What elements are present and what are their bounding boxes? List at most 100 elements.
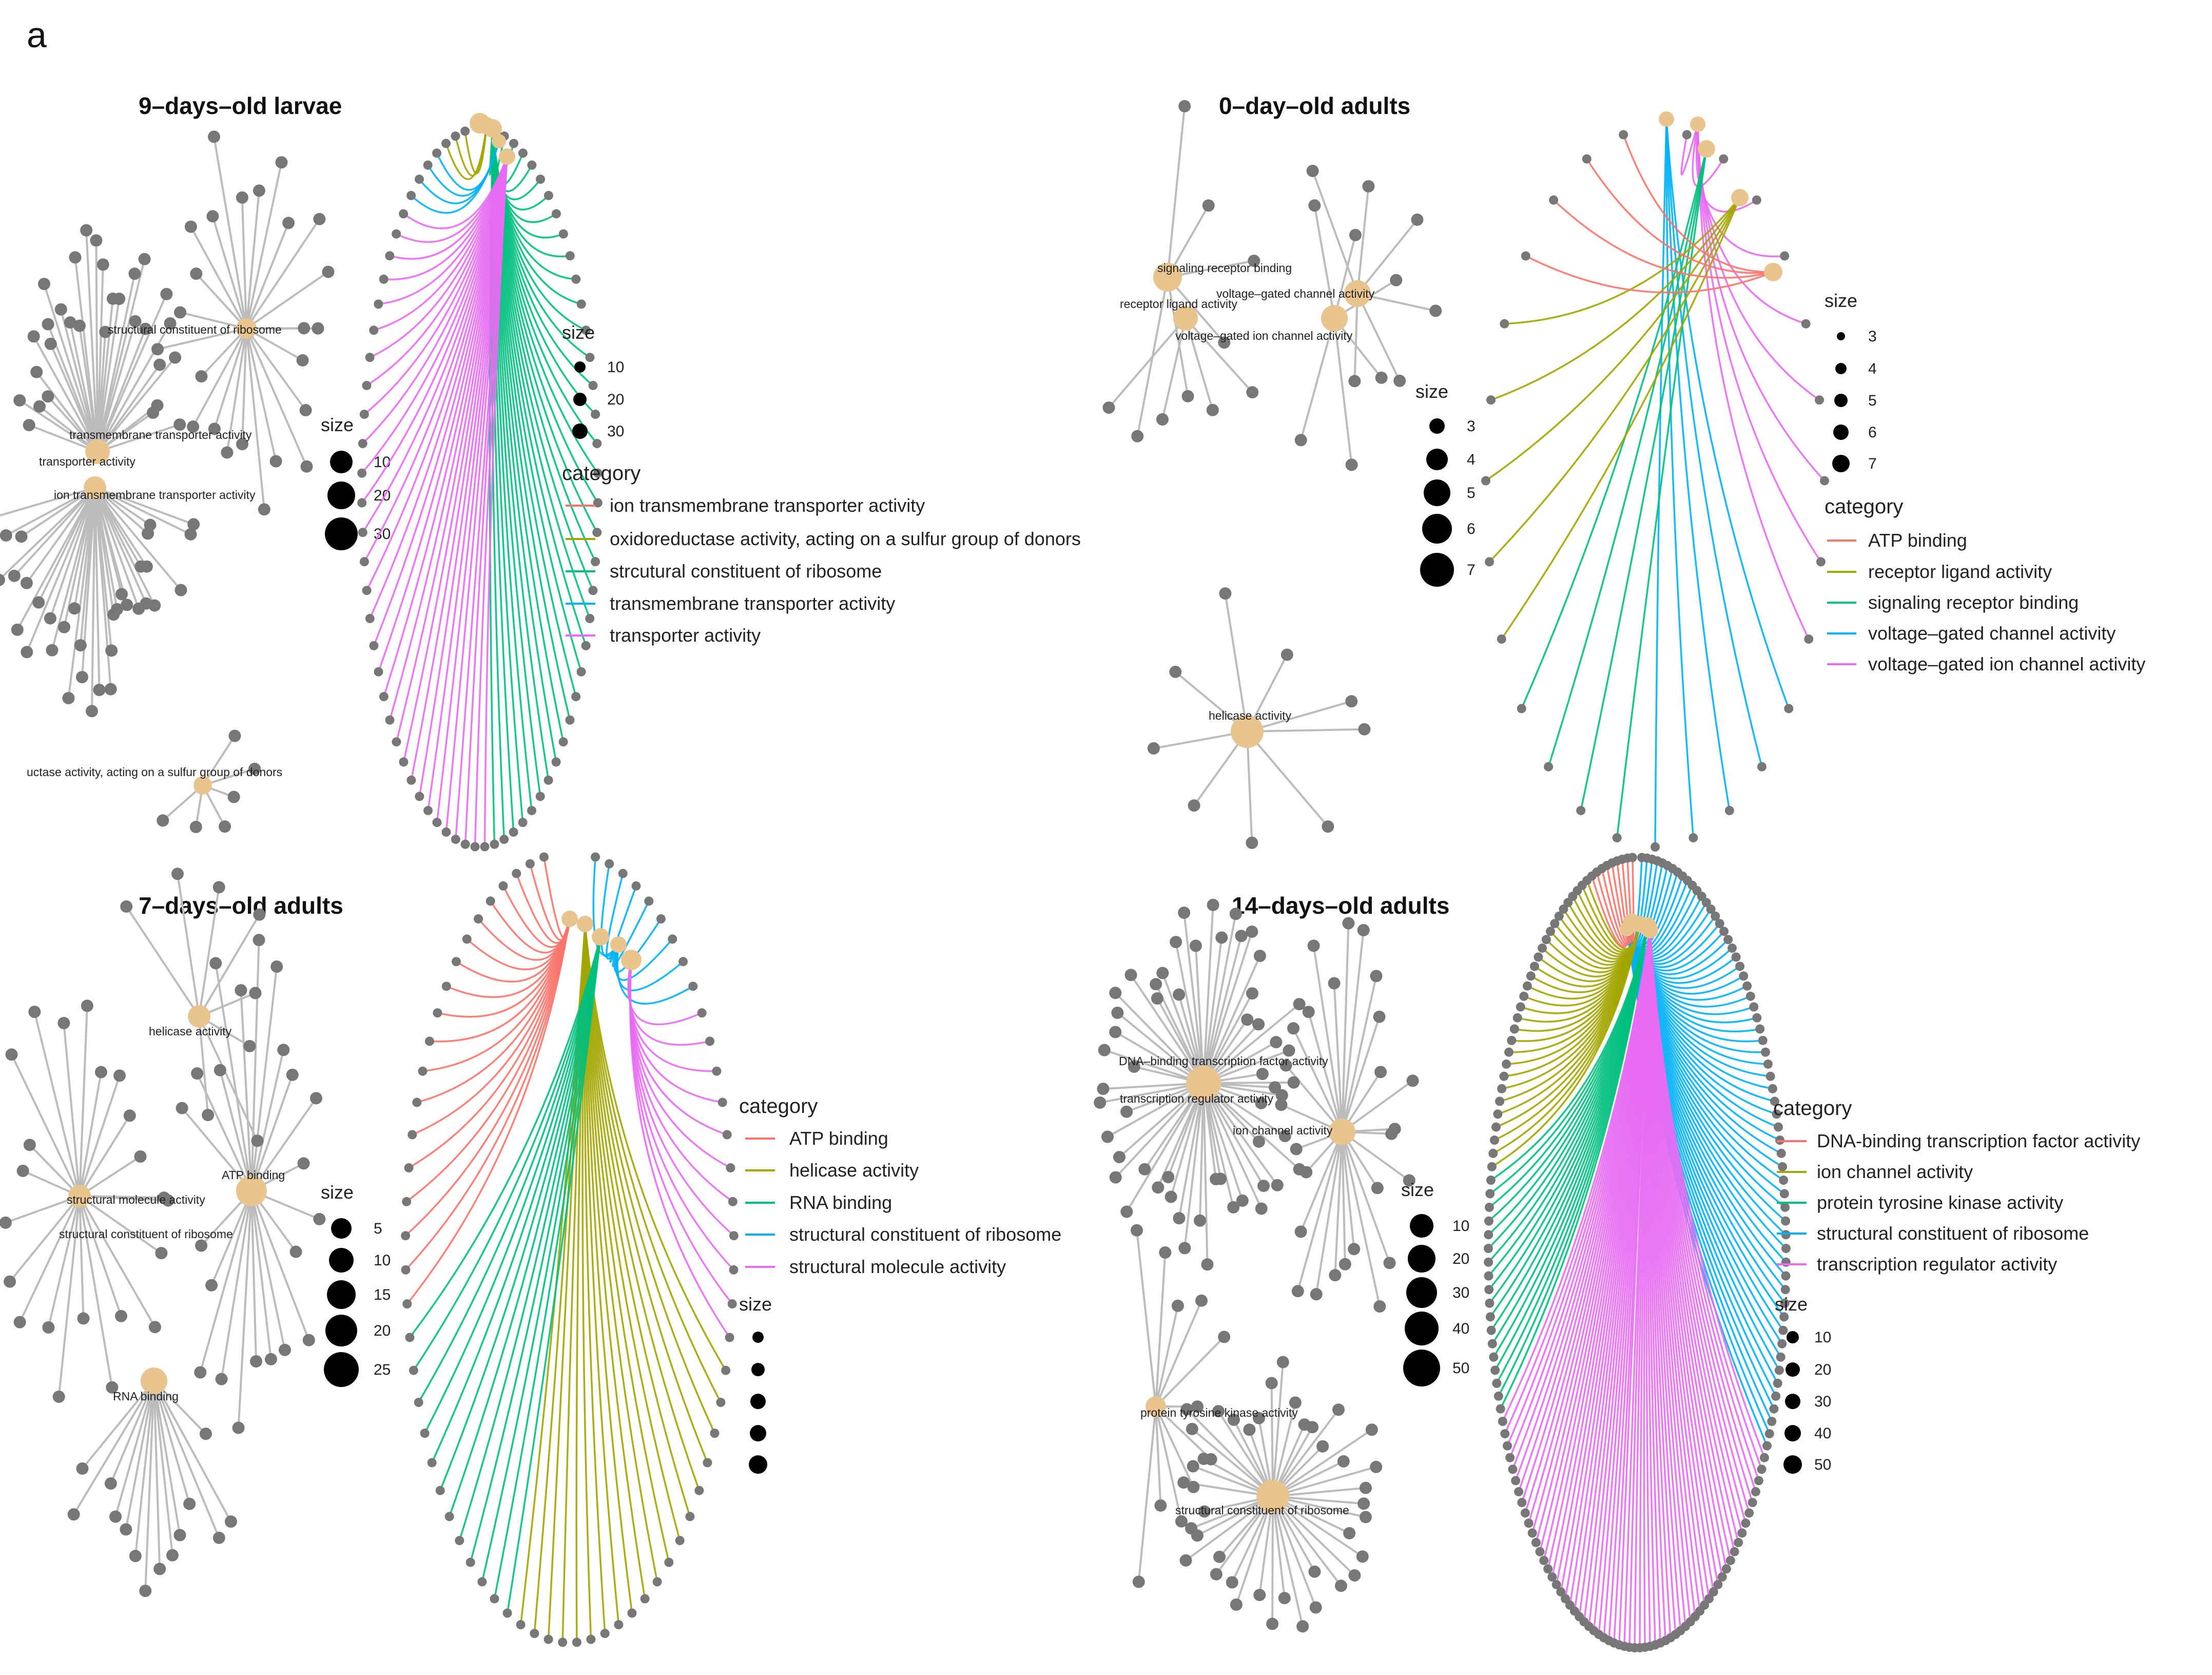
gene-node [379, 692, 389, 702]
gene-node [392, 737, 401, 747]
gene-node [571, 274, 581, 284]
network-edge [1155, 1252, 1167, 1407]
gene-node [1754, 1476, 1763, 1486]
gene-node [359, 557, 369, 567]
gene-node [1334, 1580, 1347, 1592]
gene-node [581, 641, 591, 650]
gene-node [1816, 557, 1826, 567]
net-label: structural constituent of ribosome [1175, 1504, 1349, 1517]
category-legend: category DNA-binding transcription facto… [1773, 1097, 2140, 1275]
gene-node [1486, 1176, 1496, 1185]
gene-node [460, 839, 470, 849]
gene-node [614, 1620, 624, 1629]
gene-node [518, 148, 528, 158]
gene-node [209, 957, 222, 970]
gene-node [1619, 130, 1628, 140]
network-edge [1161, 972, 1205, 1084]
gene-node [465, 1557, 475, 1567]
gene-node [1815, 395, 1825, 405]
gene-node [592, 528, 602, 537]
network-edge [1202, 1003, 1300, 1084]
circular-edge [506, 936, 601, 1613]
gene-node [253, 934, 265, 947]
term-node [1659, 111, 1674, 127]
network-edge [1130, 974, 1205, 1084]
network-edge [110, 1380, 155, 1484]
gene-node [722, 1130, 732, 1140]
circular-edges [1485, 119, 1826, 848]
gene-node [151, 343, 164, 356]
gene-node [1111, 1006, 1124, 1019]
term-node [236, 318, 257, 339]
net-label: ATP binding [222, 1168, 285, 1182]
gene-node [148, 1321, 161, 1334]
network-edge [67, 487, 96, 699]
gene-node [1500, 319, 1509, 329]
gene-node [1730, 1547, 1739, 1556]
network-edge [1185, 1495, 1274, 1562]
network-edge [1258, 1496, 1274, 1595]
network-term-nodes [1153, 263, 1371, 748]
gene-node [1275, 1089, 1288, 1102]
size-key-dot [1422, 514, 1452, 544]
gene-node [46, 644, 59, 657]
size-key-dot [324, 1352, 359, 1387]
gene-node [726, 1163, 735, 1173]
panel-title: 14–days–old adults [1232, 892, 1449, 919]
circular-edge [1697, 124, 1822, 563]
network-graph [0, 868, 326, 1597]
panel-7-days-old-adults: 7–days–old adults helicase activity stru… [0, 852, 1061, 1647]
gene-node [1388, 1123, 1401, 1135]
gene-node [249, 987, 262, 999]
gene-node [1371, 1182, 1384, 1195]
network-edge [192, 328, 247, 428]
size-key-dot [573, 393, 587, 406]
gene-node [1359, 1511, 1372, 1524]
network-edge [10, 1054, 81, 1197]
gene-node [1342, 917, 1355, 930]
gene-node [536, 175, 546, 184]
gene-node [379, 274, 389, 284]
circular-term-nodes [1620, 914, 1658, 938]
gene-node [1270, 1036, 1283, 1049]
gene-node [1535, 1547, 1545, 1556]
gene-node [1278, 1129, 1291, 1142]
size-key-label: 30 [1814, 1393, 1831, 1410]
gene-node [1689, 833, 1698, 843]
size-key-label: 30 [1452, 1284, 1469, 1301]
gene-node [1493, 1109, 1503, 1119]
circular-edge [366, 156, 508, 591]
size-legend-circular: size 10 20 30 [562, 322, 624, 440]
size-key-dot [325, 517, 358, 550]
circular-edge [403, 156, 508, 229]
network-edge [1246, 730, 1329, 827]
network-edge [1202, 1083, 1235, 1208]
gene-node [1343, 1527, 1356, 1539]
gene-node [1497, 634, 1506, 644]
gene-node [1255, 1202, 1268, 1215]
gene-node [585, 613, 595, 623]
gene-node [1534, 952, 1543, 962]
gene-node [207, 130, 220, 143]
gene-node [1771, 1391, 1781, 1401]
gene-node [1185, 1522, 1198, 1535]
gene-node [158, 1191, 170, 1204]
circular-graph [401, 852, 739, 1647]
network-edge [1272, 1495, 1342, 1587]
size-key-dot [1429, 418, 1445, 434]
gene-node [64, 316, 76, 329]
gene-node [401, 1231, 411, 1241]
gene-node [627, 1608, 637, 1618]
circular-edge [1654, 119, 1667, 848]
gene-node [1159, 1246, 1172, 1259]
network-edge [63, 1023, 81, 1197]
gene-node [109, 1510, 122, 1523]
gene-node [1543, 1564, 1553, 1574]
circular-edge [373, 156, 508, 646]
net-label: transmembrane transporter activity [69, 428, 252, 441]
network-edge [1247, 728, 1365, 733]
gene-node [1227, 1413, 1240, 1426]
gene-node [571, 692, 581, 702]
network-edge [26, 487, 96, 584]
gene-node [1178, 100, 1191, 112]
